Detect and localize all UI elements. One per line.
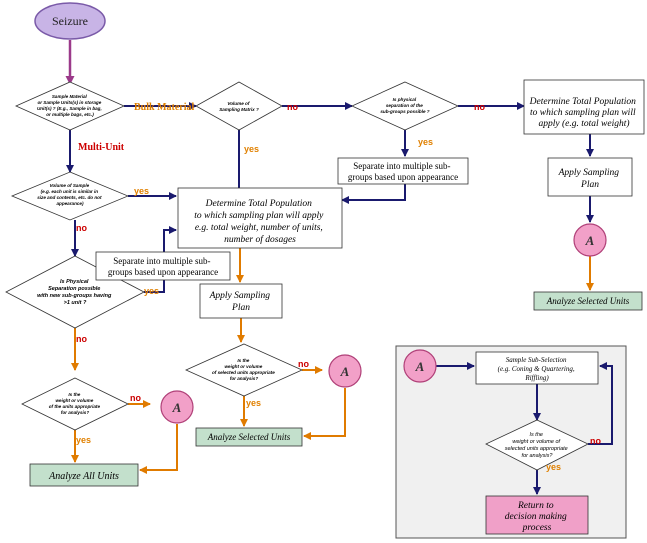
decision-d1 [15, 81, 125, 131]
arrow-a-to-analyzecenter [303, 388, 346, 440]
connector-a-inset [403, 349, 437, 383]
arrow-sepmid-to-tpcenter [341, 184, 406, 204]
decision-d2-text: Volume of Sampling Matrix ? [219, 101, 259, 112]
label-multi-unit: Multi-Unit [78, 142, 125, 153]
decision-d4-text: Volume of Sample (e.g. each unit is simi… [37, 183, 103, 206]
label-no-d2: no [287, 102, 298, 112]
start-seizure [34, 2, 106, 40]
label-yes-d3: yes [418, 137, 433, 147]
decision-d6 [21, 377, 129, 431]
decision-d8-text: Is the weight or volume of selected unit… [505, 432, 570, 459]
box-apply-right [547, 157, 633, 197]
connector-a-left-label: A [172, 400, 182, 415]
arrow-d8-loop [588, 362, 613, 445]
decision-d2 [195, 81, 283, 131]
label-yes-d2: yes [244, 144, 259, 154]
result-analyze-center [195, 427, 303, 447]
result-analyze-right-text: Analyze Selected Units [546, 296, 630, 306]
label-no-d4: no [76, 223, 87, 233]
decision-d4 [10, 171, 130, 221]
box-sample-subselection-text: Sample Sub-Selection (e.g. Coning & Quar… [498, 356, 577, 382]
decision-d7 [185, 343, 303, 397]
box-separate-mid [337, 157, 469, 185]
label-yes-d5: yes [144, 286, 159, 296]
label-no-d5: no [76, 334, 87, 344]
result-analyze-right [533, 291, 643, 311]
result-analyze-center-text: Analyze Selected Units [207, 432, 291, 442]
box-total-population-right [523, 79, 645, 135]
box-apply-center-text: Apply Sampling Plan [209, 291, 273, 313]
box-separate-left-text: Separate into multiple sub- groups based… [108, 256, 218, 277]
box-apply-right-text: Apply Sampling Plan [558, 168, 622, 190]
connector-a-right-label: A [585, 233, 595, 248]
decision-d3 [351, 81, 459, 131]
label-no-d3: no [474, 102, 485, 112]
decision-d3-text: Is physical separation of the sub-groups… [380, 97, 429, 114]
decision-d6-text: Is the weight or volume of the units app… [49, 392, 102, 415]
label-no-d7: no [298, 359, 309, 369]
connector-a-center [328, 354, 362, 388]
decision-d5-text: Is Physical Separation possible with new… [37, 279, 113, 306]
box-total-population-center-text: Determine Total Population to which samp… [194, 199, 325, 245]
arrow-a-to-analyzeall [139, 424, 178, 474]
decision-d1-text: Sample Material or Sample Units(s) in st… [37, 94, 103, 117]
decision-d7-text: Is the weight or volume of selected unit… [212, 358, 276, 381]
result-analyze-all-text: Analyze All Units [48, 471, 119, 482]
box-total-population-center [177, 187, 343, 249]
box-return [485, 495, 589, 535]
connector-a-right [573, 223, 607, 257]
box-separate-mid-text: Separate into multiple sub- groups based… [348, 161, 458, 182]
connector-a-inset-label: A [415, 359, 425, 374]
connector-a-left [160, 390, 194, 424]
decision-d8 [485, 419, 589, 471]
box-return-text: Return to decision making process [505, 501, 569, 533]
label-yes-d7: yes [246, 398, 261, 408]
label-no-d8: no [590, 436, 601, 446]
box-separate-left [95, 251, 231, 281]
label-bulk-material: Bulk Material [134, 102, 194, 113]
result-analyze-all [29, 463, 139, 487]
box-total-population-right-text: Determine Total Population to which samp… [529, 97, 639, 129]
box-apply-center [199, 283, 283, 319]
start-label: Seizure [52, 14, 88, 28]
label-yes-d6: yes [76, 435, 91, 445]
label-yes-d4: yes [134, 186, 149, 196]
label-no-d6: no [130, 393, 141, 403]
label-yes-d8: yes [546, 462, 561, 472]
connector-a-center-label: A [340, 364, 350, 379]
box-sample-subselection [475, 351, 599, 385]
